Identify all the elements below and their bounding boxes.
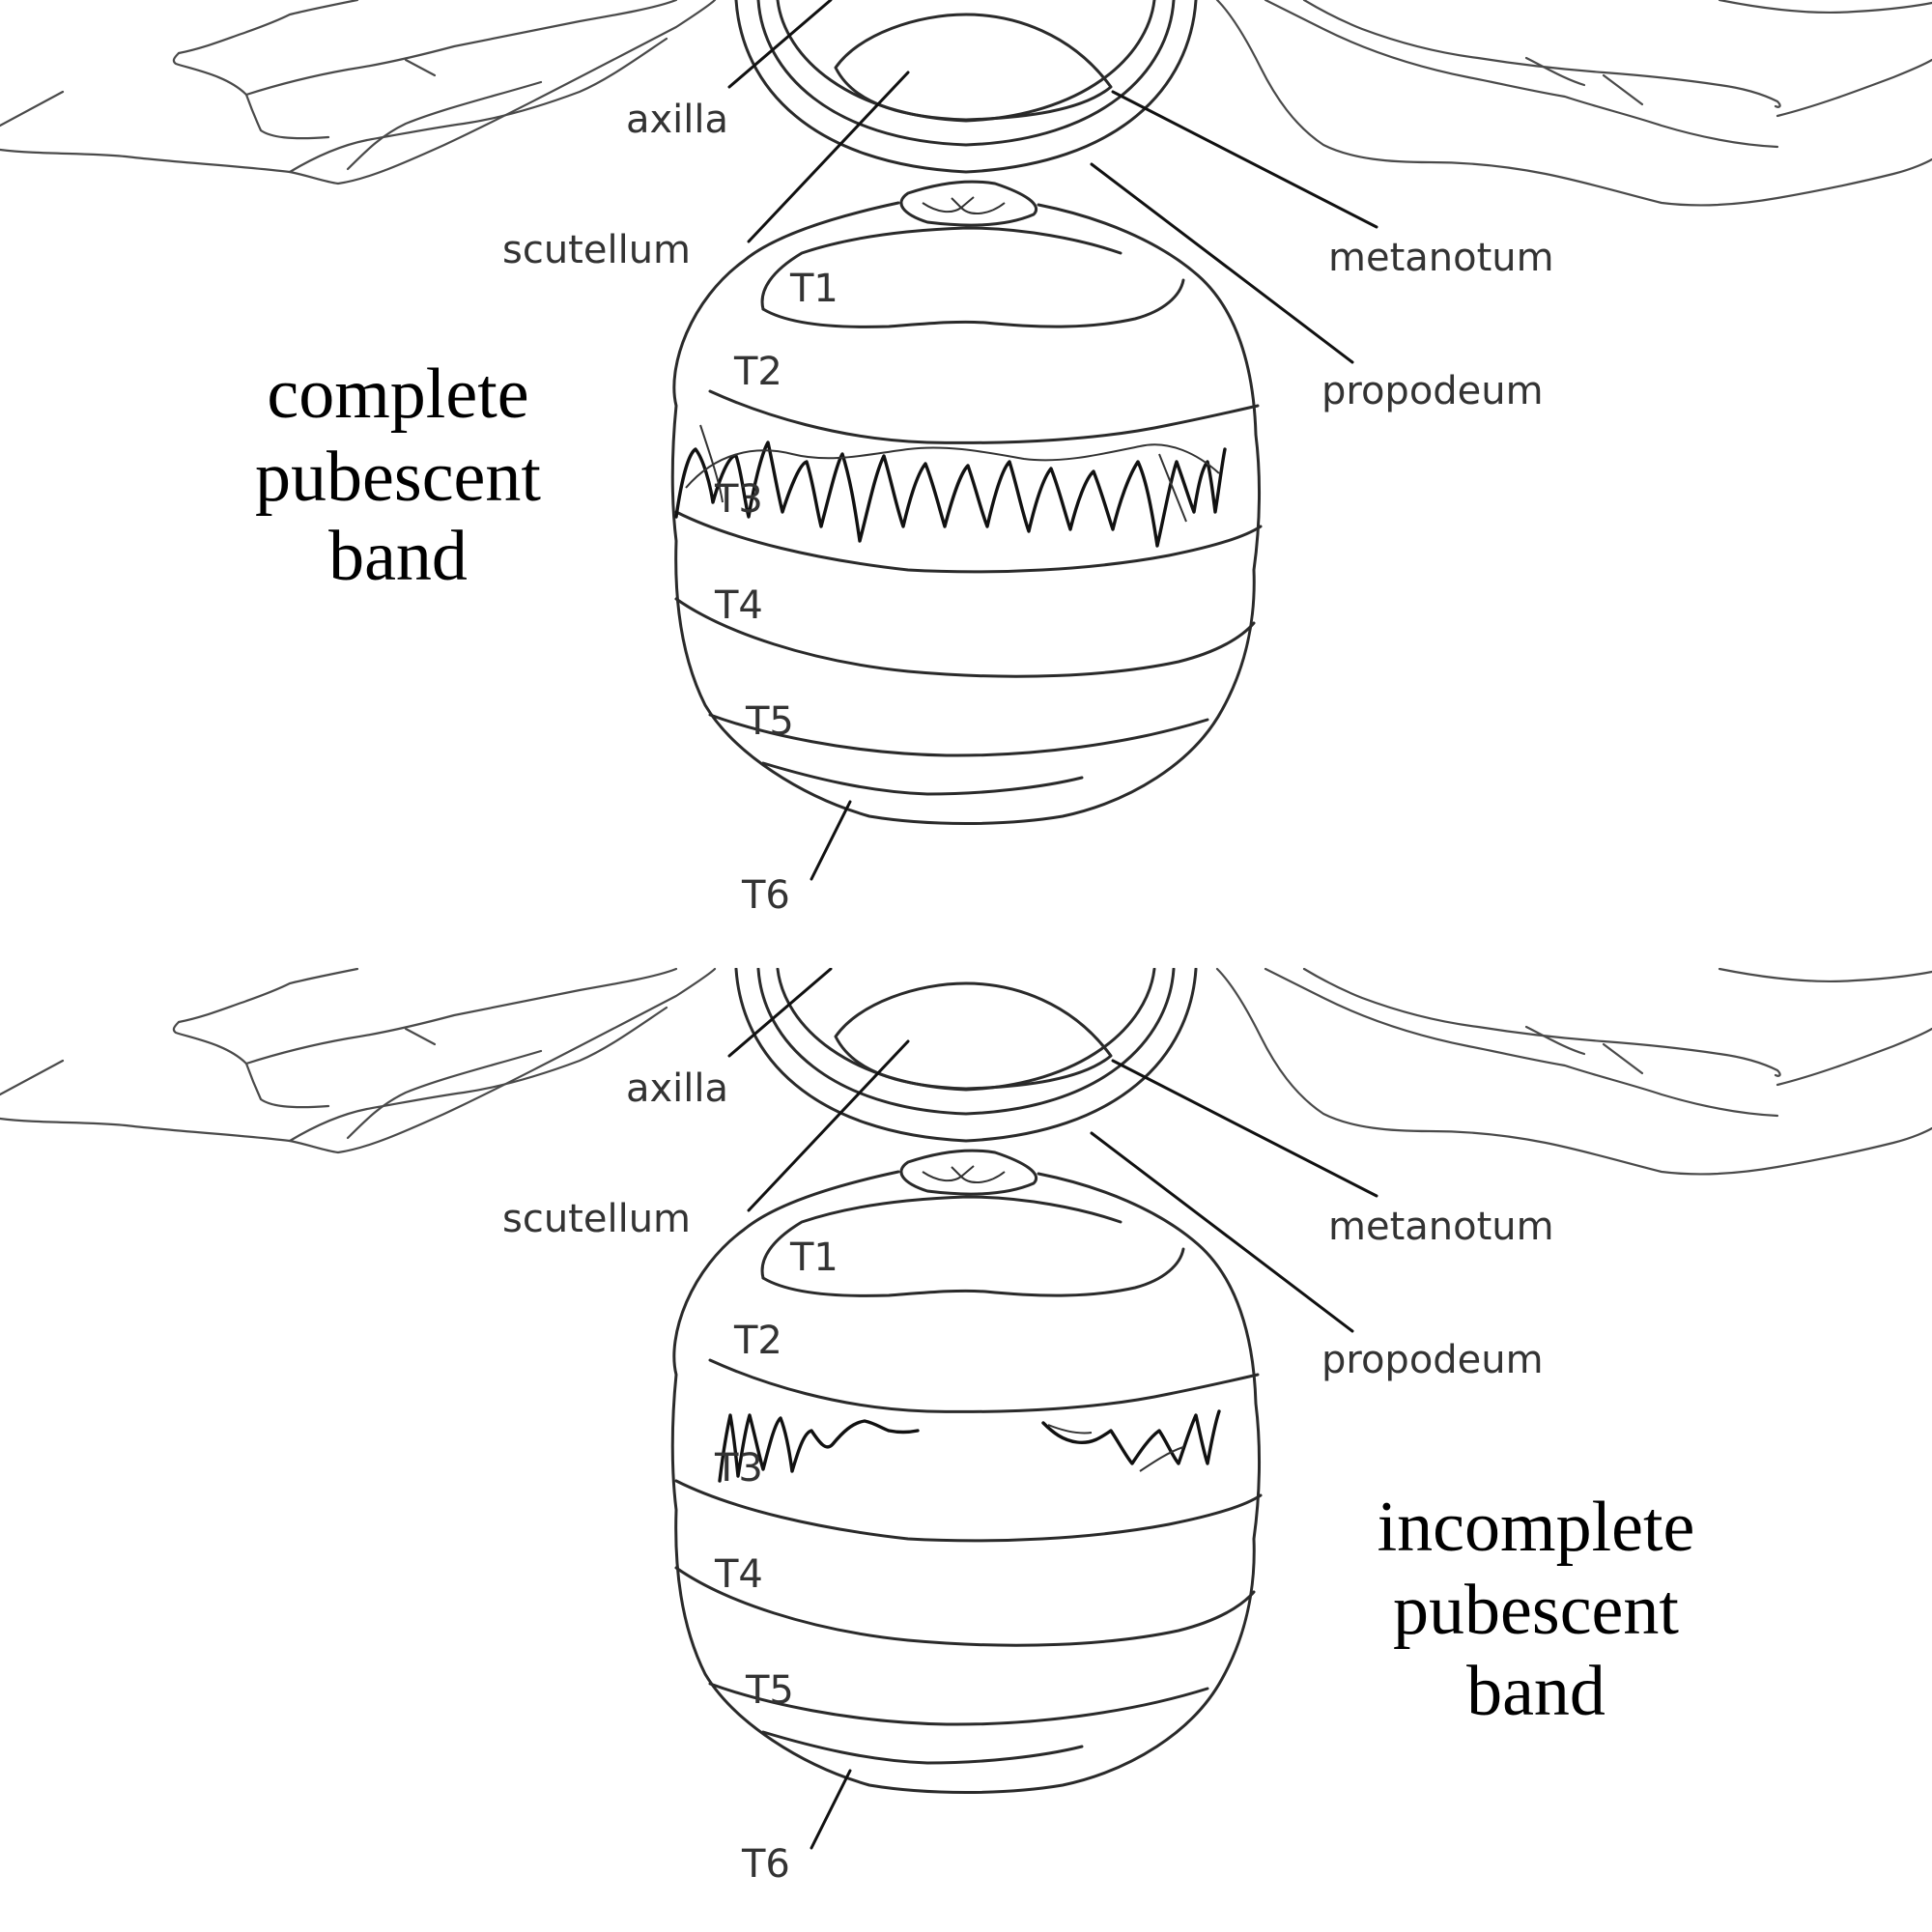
label-t4: T4 xyxy=(714,1552,763,1597)
label-scutellum: scutellum xyxy=(502,1197,691,1241)
leader-t6 xyxy=(810,1769,852,1850)
caption-line-2: pubescent xyxy=(1393,1571,1679,1650)
label-t5: T5 xyxy=(745,699,794,744)
label-axilla: axilla xyxy=(626,98,728,142)
thorax xyxy=(734,0,1198,227)
caption-line-3: band xyxy=(1466,1652,1605,1731)
label-t1: T1 xyxy=(789,267,838,311)
caption-complete: complete pubescent band xyxy=(255,355,541,596)
label-t6: T6 xyxy=(741,873,790,918)
right-wing xyxy=(1215,0,1932,207)
caption-line-3: band xyxy=(328,517,468,596)
left-wing xyxy=(0,967,717,1154)
panel-gap xyxy=(0,956,1932,968)
caption-line-1: complete xyxy=(267,355,528,434)
label-metanotum: metanotum xyxy=(1328,1205,1554,1249)
pubescent-band-complete xyxy=(674,424,1227,548)
pubescent-band-incomplete xyxy=(718,1409,1221,1483)
caption-line-1: incomplete xyxy=(1378,1488,1695,1567)
panel-incomplete: axilla scutellum metanotum propodeum T1 … xyxy=(0,967,1932,1887)
leader-axilla xyxy=(727,0,833,89)
leader-t6 xyxy=(810,800,852,881)
leader-scutellum xyxy=(747,1039,910,1212)
label-t3: T3 xyxy=(714,477,763,522)
abdomen xyxy=(670,1170,1263,1794)
leader-axilla xyxy=(727,967,833,1058)
label-propodeum: propodeum xyxy=(1321,369,1544,413)
label-t2: T2 xyxy=(733,350,782,394)
label-t4: T4 xyxy=(714,583,763,628)
label-t3: T3 xyxy=(714,1446,763,1491)
thorax xyxy=(734,967,1198,1196)
leader-metanotum xyxy=(1111,1059,1378,1198)
label-scutellum: scutellum xyxy=(502,228,691,272)
part-labels: axilla scutellum metanotum propodeum T1 … xyxy=(502,98,1554,918)
label-axilla: axilla xyxy=(626,1066,728,1111)
leader-scutellum xyxy=(747,71,910,243)
panel-complete: axilla scutellum metanotum propodeum T1 … xyxy=(0,0,1932,918)
caption-line-2: pubescent xyxy=(255,438,541,517)
leader-propodeum xyxy=(1090,1131,1354,1333)
part-labels: axilla scutellum metanotum propodeum T1 … xyxy=(502,1066,1554,1887)
label-t6: T6 xyxy=(741,1842,790,1887)
label-propodeum: propodeum xyxy=(1321,1338,1544,1382)
leader-lines xyxy=(727,0,1378,881)
label-t1: T1 xyxy=(789,1236,838,1280)
leader-metanotum xyxy=(1111,90,1378,229)
right-wing xyxy=(1215,967,1932,1176)
leader-lines xyxy=(727,967,1378,1850)
caption-incomplete: incomplete pubescent band xyxy=(1378,1488,1695,1731)
abdomen xyxy=(670,201,1263,825)
leader-propodeum xyxy=(1090,162,1354,364)
label-t5: T5 xyxy=(745,1668,794,1713)
left-wing xyxy=(0,0,717,185)
label-t2: T2 xyxy=(733,1319,782,1363)
label-metanotum: metanotum xyxy=(1328,236,1554,280)
